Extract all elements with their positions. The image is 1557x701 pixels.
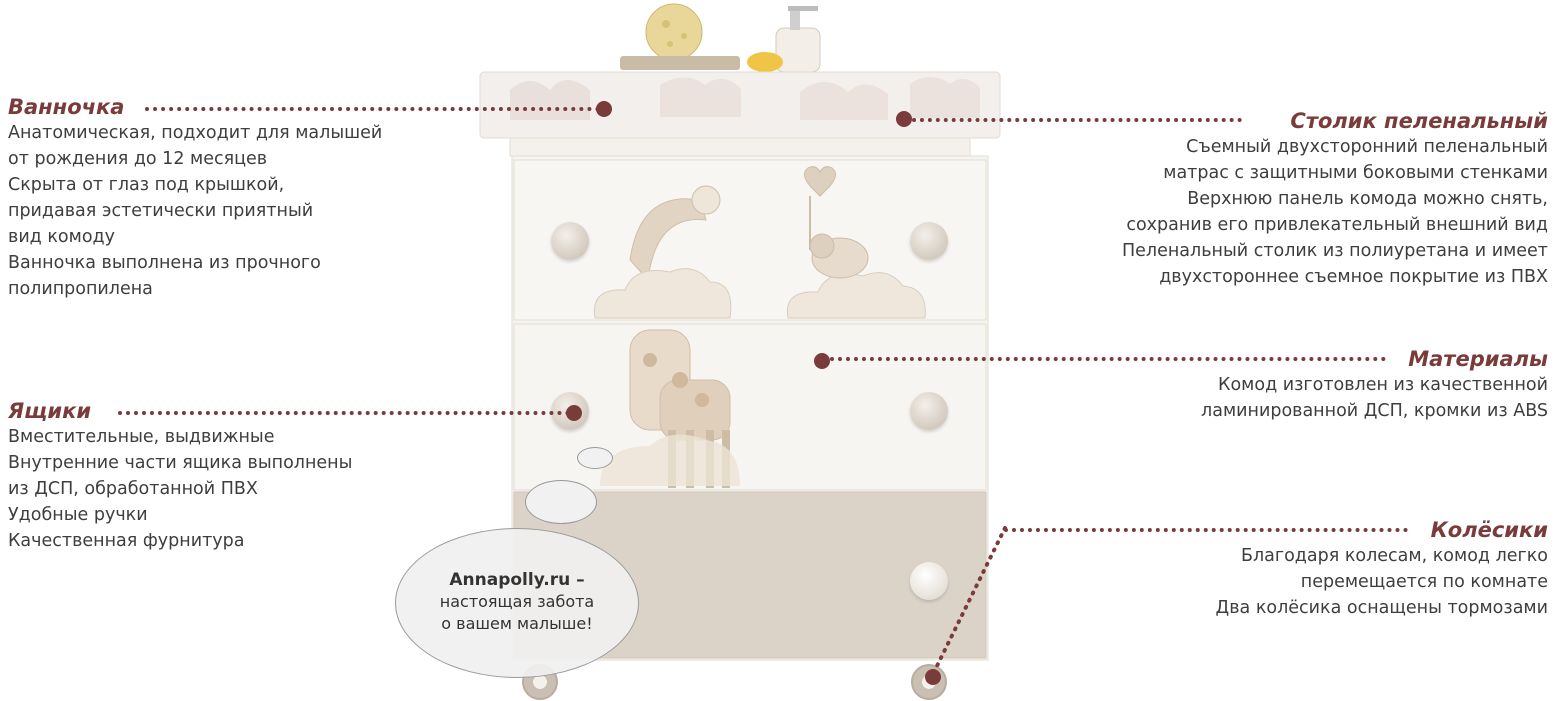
wheels-block: Колёсики Благодаря колесам, комод легко … bbox=[1216, 517, 1548, 621]
drawer-1-right-knob bbox=[910, 222, 948, 260]
drawers-line: Вместительные, выдвижные bbox=[8, 427, 275, 447]
drawers-line: Удобные ручки bbox=[8, 505, 148, 525]
drawers-title: Ящики bbox=[8, 399, 92, 423]
wheels-title: Колёсики bbox=[1430, 518, 1548, 542]
bath-pin bbox=[596, 101, 612, 117]
bath-line: Ванночка выполнена из прочного bbox=[8, 253, 321, 273]
table-line: Съемный двухсторонний пеленальный bbox=[1186, 137, 1548, 157]
materials-title: Материалы bbox=[1408, 347, 1548, 371]
table-line: Верхнюю панель комода можно снять, bbox=[1187, 189, 1548, 209]
bath-line: Скрыта от глаз под крышкой, bbox=[8, 175, 285, 195]
materials-line: ламинированной ДСП, кромки из ABS bbox=[1201, 401, 1548, 421]
wheels-leader-line bbox=[1004, 528, 1408, 532]
drawers-pin bbox=[566, 405, 582, 421]
promo-site-name: Annapolly.ru – bbox=[449, 570, 585, 590]
bath-leader-line bbox=[145, 107, 600, 111]
drawers-leader-line bbox=[118, 411, 570, 415]
thought-bubble-medium bbox=[525, 480, 597, 524]
thought-bubble-small bbox=[577, 447, 613, 469]
drawers-line: Внутренние части ящика выполнены bbox=[8, 453, 353, 473]
bath-line: от рождения до 12 месяцев bbox=[8, 149, 268, 169]
promo-bubble: Annapolly.ru – настоящая забота о вашем … bbox=[395, 528, 639, 678]
materials-block: Материалы Комод изготовлен из качественн… bbox=[1201, 346, 1548, 424]
materials-pin bbox=[814, 353, 830, 369]
wheels-line: Благодаря колесам, комод легко bbox=[1240, 546, 1548, 566]
wheels-pin bbox=[925, 669, 941, 685]
wheels-line: перемещается по комнате bbox=[1300, 572, 1548, 592]
drawers-line: Качественная фурнитура bbox=[8, 531, 245, 551]
dresser-svg bbox=[479, 3, 1001, 661]
table-block: Столик пеленальный Съемный двухсторонний… bbox=[1122, 108, 1548, 290]
bath-line: Анатомическая, подходит для малышей bbox=[8, 123, 383, 143]
bath-line: вид комоду bbox=[8, 227, 115, 247]
drawer-1-left-knob bbox=[551, 222, 589, 260]
table-line: двухстороннее съемное покрытие из ПВХ bbox=[1159, 267, 1548, 287]
drawer-2-right-knob bbox=[910, 392, 948, 430]
table-line: сохранив его привлекательный внешний вид bbox=[1126, 215, 1548, 235]
bath-title: Ванночка bbox=[8, 95, 125, 119]
bath-line: полипропилена bbox=[8, 279, 153, 299]
table-line: матрас с защитными боковыми стенками bbox=[1163, 163, 1548, 183]
table-title: Столик пеленальный bbox=[1290, 109, 1548, 133]
table-line: Пеленальный столик из полиуретана и имее… bbox=[1121, 241, 1548, 261]
materials-leader-line bbox=[830, 357, 1386, 361]
promo-slogan-line-2: о вашем малыше! bbox=[441, 614, 593, 633]
table-pin bbox=[896, 111, 912, 127]
wheels-line: Два колёсика оснащены тормозами bbox=[1215, 598, 1548, 618]
table-leader-line bbox=[912, 118, 1242, 122]
drawer-3-right-knob bbox=[910, 562, 948, 600]
wheels-leader-diagonal bbox=[931, 526, 1007, 676]
promo-slogan-line-1: настоящая забота bbox=[439, 592, 595, 611]
materials-line: Комод изготовлен из качественной bbox=[1218, 375, 1548, 395]
drawers-line: из ДСП, обработанной ПВХ bbox=[8, 479, 258, 499]
bath-line: придавая эстетически приятный bbox=[8, 201, 314, 221]
drawers-block: Ящики Вместительные, выдвижные Внутренни… bbox=[8, 398, 352, 554]
bath-block: Ванночка Анатомическая, подходит для мал… bbox=[8, 94, 382, 302]
